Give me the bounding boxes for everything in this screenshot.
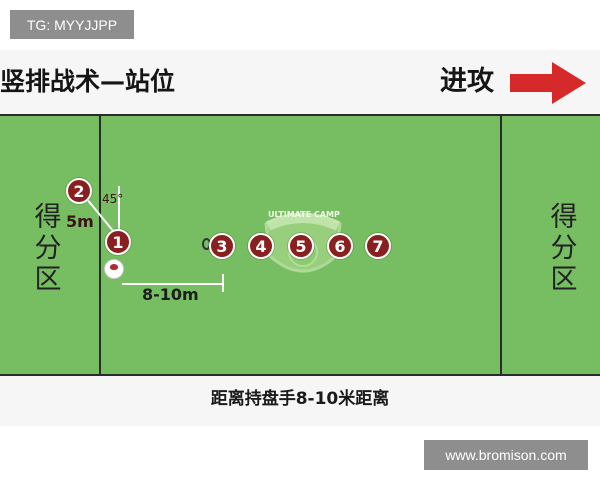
disc-handler	[104, 259, 124, 279]
player-2: 2	[66, 178, 92, 204]
player-1: 1	[105, 229, 131, 255]
distance-5m-label: 5m	[66, 212, 94, 231]
caption: 距离持盘手8-10米距离	[210, 389, 390, 409]
page-title: 竖排战术—站位	[0, 67, 176, 96]
distance-8-10m-label: 8-10m	[142, 285, 199, 304]
player-7: 7	[365, 233, 391, 259]
right-endzone-label: 得分区	[550, 202, 578, 295]
watermark-bottom: www.bromison.com	[424, 440, 588, 470]
measure-end-tick	[222, 274, 224, 292]
diagonal-measure-line	[85, 197, 115, 233]
horizontal-measure-line	[122, 283, 222, 285]
watermark-top: TG: MYYJJPP	[10, 10, 134, 39]
player-4: 4	[248, 233, 274, 259]
vertical-reference-line	[118, 186, 120, 230]
player-6: 6	[327, 233, 353, 259]
left-endzone-label: 得分区	[34, 202, 62, 295]
left-goal-line	[99, 116, 101, 374]
right-arrow-icon	[510, 62, 586, 104]
attack-label: 进攻	[440, 66, 494, 97]
logo-text: ULTIMATE CAMP	[268, 210, 340, 219]
angle-label: 45°	[102, 192, 124, 206]
player-3: 3	[209, 233, 235, 259]
heading-band	[0, 50, 600, 114]
caption-band	[0, 376, 600, 426]
player-5: 5	[288, 233, 314, 259]
right-goal-line	[500, 116, 502, 374]
